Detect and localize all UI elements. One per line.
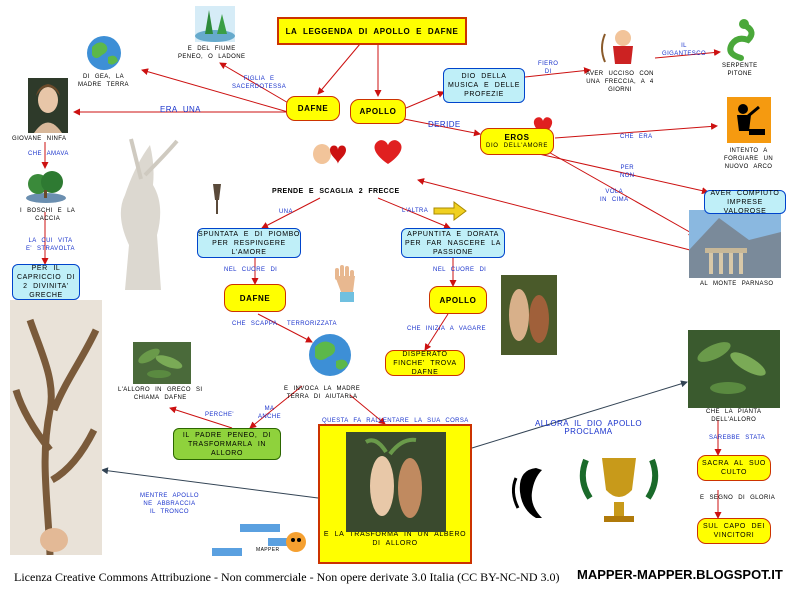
license-text: Licenza Creative Commons Attribuzione - … (14, 570, 560, 584)
intento-text: INTENTO A FORGIARE UN NUOVO ARCO (724, 148, 774, 170)
label-mentre-apollo: MENTRE APOLLO NE ABBRACCIA IL TRONCO (140, 493, 199, 515)
waterhouse-painting (501, 275, 557, 355)
lead-arrowhead-icon (213, 184, 221, 214)
label-che-scappa: CHE SCAPPA (232, 321, 278, 327)
laurel-plant-photo (688, 330, 780, 408)
label-laltra: L'ALTRA (402, 208, 429, 214)
label-ma-anche: MA ANCHE (258, 406, 282, 420)
monte-text: AL MONTE PARNASO (700, 281, 774, 287)
serpente-text: SERPENTE PITONE (722, 63, 758, 77)
peneo-node[interactable]: IL PADRE PENEO, DI TRASFORMARLA IN ALLOR… (173, 428, 281, 460)
aver-ucciso-text: AVER UCCISO CON UNA FRECCIA, A 4 GIORNI (586, 71, 654, 93)
label-figlia: FIGLIA E SACERDOTESSA (232, 76, 287, 90)
label-una: UNA (279, 209, 293, 215)
eros-subtitle: DIO DELL'AMORE (486, 142, 548, 149)
snake-icon (727, 19, 755, 61)
hand-icon (335, 265, 355, 302)
dio-musica-node[interactable]: DIO DELLA MUSICA E DELLE PROFEZIE (443, 68, 525, 103)
label-il-gigantesco: IL GIGANTESCO (662, 43, 707, 57)
alloro-greco-text: L'ALLORO IN GRECO SI CHIAMA DAFNE (118, 387, 203, 401)
daphne-tree-painting (10, 300, 102, 555)
label-fiero-di: FIERO DI (538, 61, 559, 75)
mascot-label: MAPPER (256, 547, 280, 553)
prende-text: PRENDE E SCAGLIA 2 FRECCE (272, 188, 400, 195)
laurel-leaves-photo (133, 342, 191, 384)
label-allora-il-dio: ALLORA IL DIO APOLLO PROCLAMA (535, 419, 642, 436)
capo-node[interactable]: SUL CAPO DEI VINCITORI (697, 518, 771, 544)
label-terrorizzata: TERRORIZZATA (287, 321, 337, 327)
parnassus-photo (689, 210, 781, 278)
river-landscape-icon (195, 6, 235, 42)
label-che-amava: CHE AMAVA (28, 151, 69, 157)
arrow-icon (433, 201, 467, 221)
sculpture-apollo-daphne (120, 138, 179, 290)
label-questa-fa: QUESTA FA RALLENTARE LA SUA CORSA (322, 418, 469, 424)
eros-node[interactable]: EROS DIO DELL'AMORE (480, 128, 554, 155)
label-deride: DERIDE (428, 120, 461, 129)
label-nel-cuore-1: NEL CUORE DI (224, 267, 278, 273)
label-nel-cuore-2: NEL CUORE DI (433, 267, 487, 273)
site-link[interactable]: MAPPER-MAPPER.BLOGSPOT.IT (577, 567, 783, 582)
gea-text: DI GEA, LA MADRE TERRA (78, 74, 129, 88)
mapper-mascot-icon (212, 524, 306, 556)
laurel-wreath-head-icon (511, 468, 542, 518)
label-la-cui-vita: LA CUI VITA E' STRAVOLTA (26, 238, 75, 252)
label-perche: PERCHE' (205, 412, 234, 418)
appuntita-node[interactable]: APPUNTITA E DORATA PER FAR NASCERE LA PA… (401, 228, 505, 258)
apollo-node[interactable]: APOLLO (350, 99, 406, 124)
nymph-portrait-image (28, 78, 68, 133)
globe-icon (87, 36, 121, 70)
invoca-text: E INVOCA LA MADRE TERRA DI AIUTARLA (284, 386, 361, 400)
cupid-archer-icon (601, 30, 633, 64)
heart-icon (374, 140, 402, 164)
spuntata-node[interactable]: SPUNTATA E DI PIOMBO PER RESPINGERE L'AM… (197, 228, 301, 258)
segno-text: E SEGNO DI GLORIA (700, 495, 776, 501)
trophy-icon (579, 458, 659, 522)
pianta-text: CHE LA PIANTA DELL'ALLORO (706, 409, 762, 423)
per-capriccio-node[interactable]: PER IL CAPRICCIO DI 2 DIVINITA' GRECHE (12, 264, 80, 300)
dafne-node-2[interactable]: DAFNE (224, 284, 286, 312)
label-era-una: ERA UNA (160, 105, 201, 114)
label-vola: VOLA IN CIMA (600, 189, 629, 203)
label-che-inizia: CHE INIZIA A VAGARE (407, 326, 486, 332)
blacksmith-icon (727, 97, 771, 143)
title-node[interactable]: LA LEGGENDA DI APOLLO E DAFNE (277, 17, 467, 45)
trasforma-text: E LA TRASFORMA IN UN ALBERO DI ALLORO (323, 531, 467, 547)
dafne-node[interactable]: DAFNE (286, 96, 340, 121)
label-che-era: CHE ERA (620, 134, 653, 140)
fiume-text: E DEL FIUME PENEO, O LADONE (178, 46, 246, 60)
forest-island-icon (26, 171, 66, 203)
ninfa-text: GIOVANE NINFA (12, 136, 67, 142)
trasforma-node[interactable]: E LA TRASFORMA IN UN ALBERO DI ALLORO (318, 424, 472, 564)
disperato-node[interactable]: DISPERATO FINCHE' TROVA DAFNE (385, 350, 465, 376)
cupid-heart-icon (313, 144, 346, 164)
eros-title: EROS (504, 132, 530, 142)
globe-icon (309, 334, 351, 376)
boschi-text: I BOSCHI E LA CACCIA (20, 208, 76, 222)
sacra-node[interactable]: SACRA AL SUO CULTO (697, 455, 771, 481)
apollo-node-2[interactable]: APOLLO (429, 286, 487, 314)
label-sarebbe-stata: SAREBBE STATA (709, 435, 766, 441)
bernini-painting (346, 432, 446, 532)
label-per-non: PER NON (620, 165, 635, 179)
aver-compiuto-node[interactable]: AVER COMPIUTO IMPRESE VALOROSE (704, 190, 786, 215)
